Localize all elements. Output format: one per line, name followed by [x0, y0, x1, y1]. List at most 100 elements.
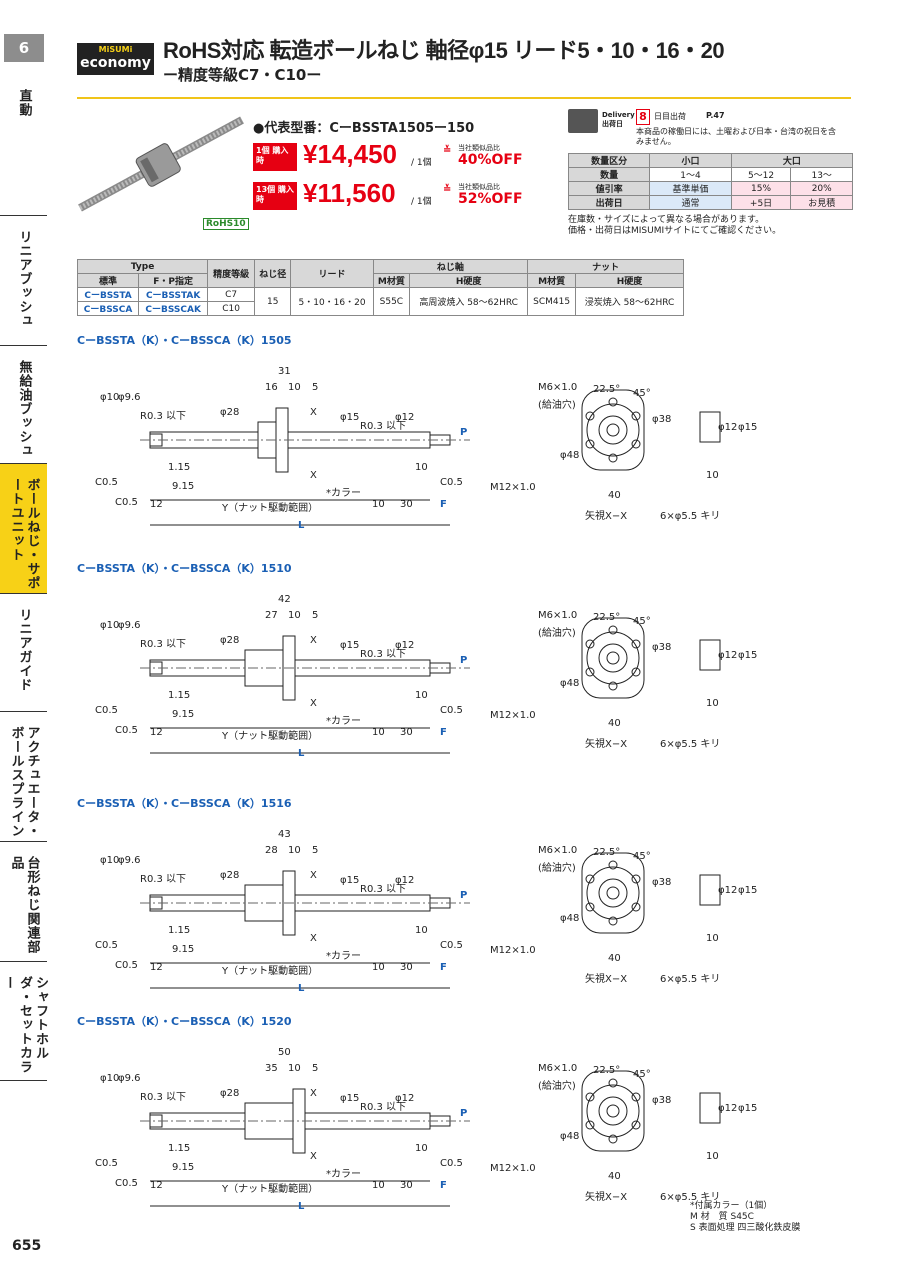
radius-dim: R0.3 以下: [140, 639, 187, 650]
nut-width-dim: 50: [278, 1047, 291, 1058]
drawing-label: CーBSSTA（K）・CーBSSCA（K）1516: [77, 797, 292, 810]
phi96-dim: φ9.6: [118, 620, 141, 631]
sidebar: 6 直動 リニアブッシュ 無給油ブッシュ ボールねじ・サポートユニット リニアガ…: [0, 0, 48, 1271]
nut-width-dim: 43: [278, 829, 291, 840]
page-subtitle: ー精度等級C7・C10ー: [163, 66, 322, 84]
dim-12: 12: [150, 1180, 163, 1191]
representative-part-number: ●代表型番：CーBSSTA1505ー150: [253, 121, 475, 136]
dim-40: 40: [608, 718, 621, 729]
collar-phi15: φ15: [738, 885, 758, 896]
phi15-dim: φ15: [340, 640, 360, 651]
dim-10: 10: [415, 925, 428, 936]
l-dim: L: [298, 983, 305, 994]
dim-115: 1.15: [168, 462, 191, 473]
nut-dim-b: 10: [288, 382, 301, 393]
phi38-dim: φ38: [652, 1095, 672, 1106]
chamfer-dim: C0.5: [440, 940, 463, 951]
view-label: 矢視X−X: [585, 974, 628, 985]
radius-dim: R0.3 以下: [140, 411, 187, 422]
dim-115: 1.15: [168, 925, 191, 936]
p-dim: P: [460, 655, 468, 666]
phi28-dim: φ28: [220, 407, 240, 418]
rohs-badge: RoHS10: [203, 218, 249, 230]
chamfer-dim: C0.5: [115, 1178, 138, 1189]
x-marker: X: [310, 870, 317, 881]
sidebar-item-ballscrew[interactable]: ボールねじ・サポートユニット: [0, 463, 47, 593]
holes-label: 6×φ5.5 キリ: [660, 974, 721, 985]
radius-dim: R0.3 以下: [360, 1102, 407, 1113]
chamfer-dim: C0.5: [115, 960, 138, 971]
collar-phi12: φ12: [718, 650, 738, 661]
technical-drawing: [140, 389, 721, 526]
thread-dim: M12×1.0: [490, 482, 536, 493]
dim-5: 5: [312, 382, 319, 393]
f-dim: F: [440, 727, 447, 738]
sidebar-item-bush[interactable]: リニアブッシュ: [0, 215, 47, 345]
nut-dim-b: 10: [288, 1063, 301, 1074]
angle-label: 22.5°: [593, 847, 621, 858]
sidebar-item-guide[interactable]: リニアガイド: [0, 593, 47, 711]
oil-hole-label: (給油穴): [538, 1081, 576, 1092]
dim-10: 10: [372, 499, 385, 510]
phi12-dim: φ12: [395, 640, 415, 651]
nut-dim-b: 10: [288, 610, 301, 621]
phi48-dim: φ48: [560, 450, 580, 461]
divider: [77, 97, 851, 99]
dim-40: 40: [608, 953, 621, 964]
phi38-dim: φ38: [652, 642, 672, 653]
radius-dim: R0.3 以下: [140, 1092, 187, 1103]
page-ref-link[interactable]: P.47: [706, 111, 725, 120]
technical-drawing: [140, 1070, 721, 1207]
sidebar-item-shaftholder[interactable]: シャフトホルダ・セットカラー: [0, 961, 48, 1081]
collar-phi15: φ15: [738, 1103, 758, 1114]
m6-label: M6×1.0: [538, 1063, 578, 1074]
dim-10: 10: [372, 727, 385, 738]
holes-label: 6×φ5.5 キリ: [660, 739, 721, 750]
sidebar-item-actuator[interactable]: アクチュエータ・ボールスプライン: [0, 711, 47, 841]
collar-10: 10: [706, 1151, 719, 1162]
chamfer-dim: C0.5: [95, 477, 118, 488]
x-marker: X: [310, 1088, 317, 1099]
oil-hole-label: (給油穴): [538, 863, 576, 874]
nut-width-dim: 42: [278, 594, 291, 605]
m6-label: M6×1.0: [538, 845, 578, 856]
dim-915: 9.15: [172, 709, 195, 720]
dim-5: 5: [312, 610, 319, 621]
nut-width-dim: 31: [278, 366, 291, 377]
chamfer-dim: C0.5: [115, 497, 138, 508]
phi12-dim: φ12: [395, 875, 415, 886]
phi15-dim: φ15: [340, 875, 360, 886]
dim-10: 10: [415, 690, 428, 701]
angle-label: 22.5°: [593, 612, 621, 623]
dim-5: 5: [312, 845, 319, 856]
phi15-dim: φ15: [340, 412, 360, 423]
phi10-dim: φ10: [100, 392, 120, 403]
p-dim: P: [460, 890, 468, 901]
phi38-dim: φ38: [652, 877, 672, 888]
phi12-dim: φ12: [395, 412, 415, 423]
nut-dim-a: 28: [265, 845, 278, 856]
truck-icon: [568, 109, 598, 133]
chamfer-dim: C0.5: [95, 705, 118, 716]
radius-dim: R0.3 以下: [360, 649, 407, 660]
x-marker: X: [310, 635, 317, 646]
sidebar-item-oilless[interactable]: 無給油ブッシュ: [0, 345, 47, 463]
y-dim: Y（ナット駆動範囲）: [222, 966, 319, 977]
collar-phi15: φ15: [738, 650, 758, 661]
collar-10: 10: [706, 698, 719, 709]
phi96-dim: φ9.6: [118, 855, 141, 866]
dim-10: 10: [415, 462, 428, 473]
sidebar-item-linear[interactable]: 直動: [16, 89, 32, 117]
sidebar-item-trapezoid[interactable]: 台形ねじ関連部品: [0, 841, 47, 961]
phi38-dim: φ38: [652, 414, 672, 425]
thread-dim: M12×1.0: [490, 1163, 536, 1174]
phi48-dim: φ48: [560, 1131, 580, 1142]
angle-label: 45°: [633, 616, 651, 627]
x-marker: X: [310, 933, 317, 944]
angle-label: 22.5°: [593, 384, 621, 395]
x-marker: X: [310, 407, 317, 418]
misumi-logo: MiSUMi economy: [77, 43, 154, 75]
page-title: RoHS対応 転造ボールねじ 軸径φ15 リード5・10・16・20: [163, 38, 725, 63]
oil-hole-label: (給油穴): [538, 400, 576, 411]
